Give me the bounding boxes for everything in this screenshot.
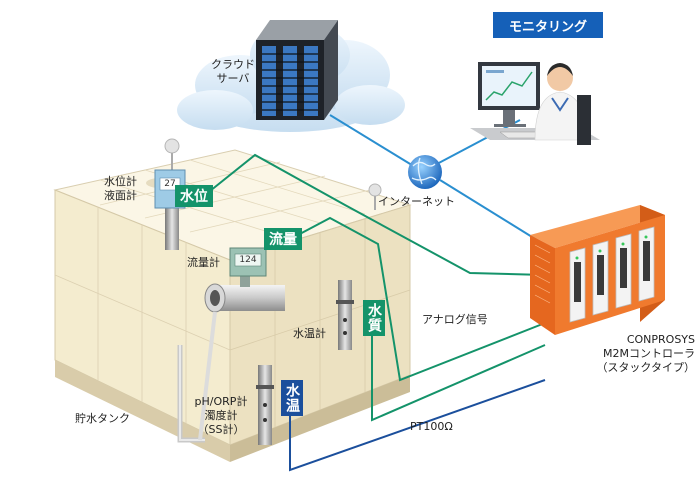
level-meter-display: 27 bbox=[164, 179, 176, 189]
tank-label: 貯水タンク bbox=[75, 412, 130, 425]
water-tank bbox=[53, 138, 412, 462]
analog-signal-lines bbox=[204, 153, 546, 422]
ph-probe bbox=[256, 365, 274, 445]
ph-line1: pH/ORP計 bbox=[194, 395, 248, 408]
flow-meter-display: 124 bbox=[239, 255, 257, 265]
cloud-server-label: クラウド サーバ bbox=[205, 58, 261, 86]
network-lines bbox=[329, 114, 546, 246]
controller-device bbox=[530, 205, 665, 335]
ph-line2: 濁度計 bbox=[204, 409, 238, 422]
server-rack-icon bbox=[256, 20, 338, 120]
water-level-tag: 水位 bbox=[175, 185, 213, 207]
cloud-label-line1: クラウド bbox=[211, 58, 255, 71]
line-flow-controller bbox=[295, 216, 546, 382]
monitoring-banner: モニタリング bbox=[493, 12, 603, 38]
cloud-server-group bbox=[177, 20, 405, 132]
flow-meter-label: 流量計 bbox=[187, 256, 220, 269]
water-level-line1: 水位計 bbox=[104, 175, 137, 188]
water-level-label: 水位計 液面計 bbox=[104, 175, 137, 203]
controller-line3: （スタックタイプ） bbox=[596, 361, 695, 374]
water-temp-tag: 水温 bbox=[281, 380, 303, 416]
line-pt100-controller bbox=[289, 379, 546, 472]
line-internet-monitor bbox=[434, 119, 521, 166]
globe-icon bbox=[408, 155, 442, 189]
water-quality-tag: 水質 bbox=[363, 300, 385, 336]
controller-line2: M2Mコントローラ bbox=[603, 347, 695, 360]
line-cloud-internet bbox=[329, 114, 421, 171]
line-quality-controller bbox=[371, 325, 546, 422]
line-internet-controller bbox=[439, 179, 546, 246]
ph-meter-label: pH/ORP計 濁度計 （SS計） bbox=[186, 395, 256, 437]
controller-line1: CONPROSYS bbox=[626, 333, 695, 346]
water-temp-meter-label: 水温計 bbox=[293, 327, 326, 340]
ph-line3: （SS計） bbox=[197, 423, 245, 436]
cloud-label-line2: サーバ bbox=[216, 72, 250, 85]
line-level-controller bbox=[204, 153, 546, 276]
internet-label: インターネット bbox=[378, 195, 455, 208]
analog-signal-label: アナログ信号 bbox=[422, 313, 488, 326]
operator-workstation bbox=[470, 62, 600, 145]
pt100-label: PT100Ω bbox=[410, 420, 453, 433]
flow-meter bbox=[198, 247, 285, 441]
controller-label: CONPROSYS M2Mコントローラ （スタックタイプ） bbox=[565, 333, 695, 375]
person-icon bbox=[534, 63, 591, 145]
flow-tag: 流量 bbox=[264, 228, 302, 250]
water-level-line2: 液面計 bbox=[104, 189, 137, 202]
water-temp-probe bbox=[336, 280, 354, 350]
